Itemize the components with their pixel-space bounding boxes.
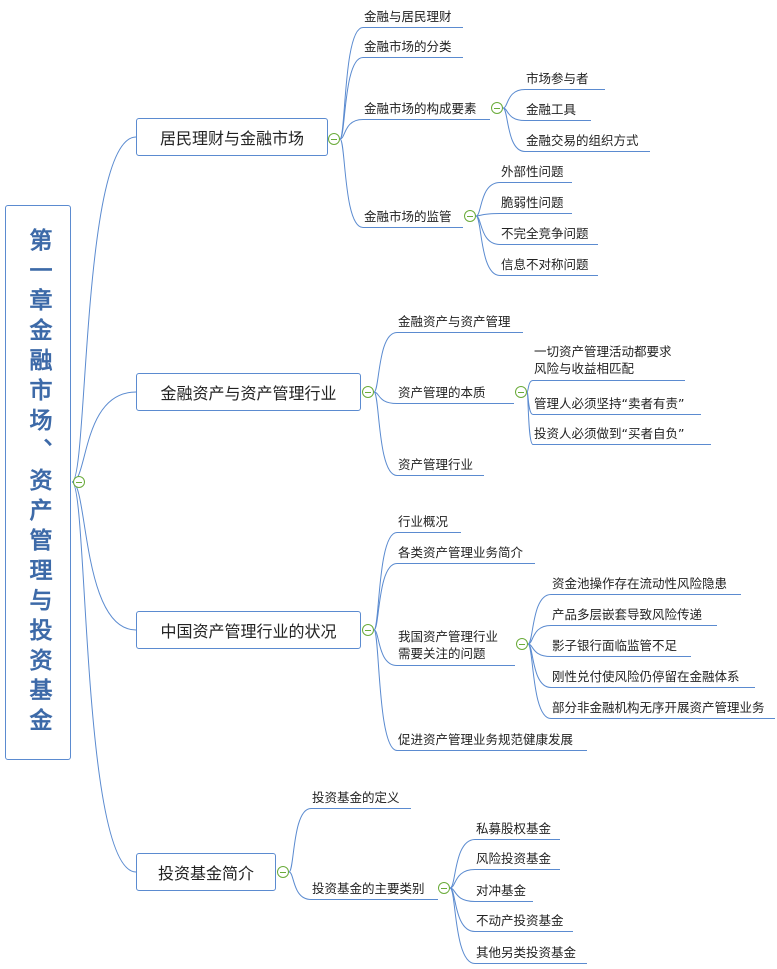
connector-line xyxy=(502,107,526,121)
connector-line xyxy=(526,380,534,393)
subtopic[interactable]: 风险投资基金 xyxy=(475,850,560,870)
connector-line xyxy=(527,643,552,657)
subtopic[interactable]: 投资人必须做到“买者自负” xyxy=(533,425,711,445)
connector-line xyxy=(373,532,398,631)
topic-label: 金融资产与资产管理行业 xyxy=(160,384,337,403)
topic-label: 中国资产管理行业的状况 xyxy=(160,622,337,641)
connector-line xyxy=(71,391,137,483)
root-title: 第一章金融市场、资产管理与投资基金 xyxy=(25,227,51,738)
connector-line xyxy=(475,215,501,276)
subtopic[interactable]: 部分非金融机构无序开展资产管理业务 xyxy=(551,699,775,719)
collapse-toggle-icon[interactable] xyxy=(362,624,374,636)
connector-line xyxy=(527,625,552,645)
subtopic[interactable]: 我国资产管理行业 需要关注的问题 xyxy=(397,628,515,666)
subtopic[interactable]: 影子银行面临监管不足 xyxy=(551,637,691,657)
collapse-toggle-icon[interactable] xyxy=(516,638,528,650)
subtopic[interactable]: 各类资产管理业务简介 xyxy=(397,544,535,564)
subtopic[interactable]: 投资基金的定义 xyxy=(311,789,411,809)
connector-line xyxy=(373,391,398,404)
subtopic[interactable]: 资产管理的本质 xyxy=(397,384,514,404)
subtopic[interactable]: 资金池操作存在流动性风险隐患 xyxy=(551,575,741,595)
subtopic[interactable]: 刚性兑付使风险仍停留在金融体系 xyxy=(551,668,755,688)
subtopic[interactable]: 不动产投资基金 xyxy=(475,912,573,932)
topic-label: 居民理财与金融市场 xyxy=(159,129,304,148)
connector-line xyxy=(449,839,476,889)
subtopic[interactable]: 不完全竞争问题 xyxy=(500,225,598,245)
connector-line xyxy=(71,481,137,873)
connector-line xyxy=(449,887,476,964)
connector-line xyxy=(373,629,398,666)
connector-line xyxy=(502,107,526,152)
connector-line xyxy=(71,136,137,483)
subtopic[interactable]: 外部性问题 xyxy=(500,163,572,183)
subtopic[interactable]: 市场参与者 xyxy=(525,70,605,90)
subtopic[interactable]: 产品多层嵌套导致风险传递 xyxy=(551,606,717,626)
subtopic[interactable]: 行业概况 xyxy=(397,513,461,533)
collapse-toggle-icon[interactable] xyxy=(491,102,503,114)
subtopic[interactable]: 一切资产管理活动都要求 风险与收益相匹配 xyxy=(533,343,685,381)
connector-line xyxy=(373,332,398,393)
connector-line xyxy=(449,887,476,902)
subtopic[interactable]: 金融市场的分类 xyxy=(363,38,463,58)
connector-line xyxy=(373,391,398,476)
subtopic[interactable]: 管理人必须坚持“卖者有责” xyxy=(533,395,701,415)
subtopic[interactable]: 脆弱性问题 xyxy=(500,194,572,214)
connector-line xyxy=(527,594,552,645)
subtopic[interactable]: 金融资产与资产管理 xyxy=(397,313,523,333)
subtopic[interactable]: 金融工具 xyxy=(525,101,591,121)
connector-line xyxy=(373,629,398,751)
connector-line xyxy=(475,213,501,217)
connector-line xyxy=(449,887,476,932)
subtopic[interactable]: 金融市场的构成要素 xyxy=(363,100,490,120)
collapse-toggle-icon[interactable] xyxy=(277,866,289,878)
connector-line xyxy=(475,215,501,245)
collapse-toggle-icon[interactable] xyxy=(515,386,527,398)
topic-asset-management[interactable]: 金融资产与资产管理行业 xyxy=(136,373,361,411)
connector-line xyxy=(288,871,312,900)
connector-line xyxy=(339,27,364,140)
subtopic[interactable]: 信息不对称问题 xyxy=(500,256,598,276)
topic-china-asset-management[interactable]: 中国资产管理行业的状况 xyxy=(136,611,361,649)
connector-line xyxy=(339,138,364,228)
collapse-toggle-icon[interactable] xyxy=(464,210,476,222)
connector-line xyxy=(527,643,552,719)
connector-line xyxy=(475,182,501,217)
connector-line xyxy=(339,119,364,140)
collapse-toggle-icon[interactable] xyxy=(362,386,374,398)
connector-line xyxy=(373,563,398,631)
subtopic[interactable]: 资产管理行业 xyxy=(397,456,484,476)
topic-label: 投资基金简介 xyxy=(157,864,254,883)
subtopic[interactable]: 对冲基金 xyxy=(475,882,533,902)
connector-line xyxy=(449,869,476,889)
connector-line xyxy=(339,57,364,140)
subtopic[interactable]: 私募股权基金 xyxy=(475,820,560,840)
connector-line xyxy=(288,808,312,873)
topic-investment-funds[interactable]: 投资基金简介 xyxy=(136,853,276,891)
connector-line xyxy=(527,643,552,688)
collapse-toggle-icon[interactable] xyxy=(438,882,450,894)
collapse-toggle-icon[interactable] xyxy=(73,476,85,488)
subtopic[interactable]: 促进资产管理业务规范健康发展 xyxy=(397,731,587,751)
root-topic[interactable]: 第一章金融市场、资产管理与投资基金 xyxy=(5,205,71,760)
connector-line xyxy=(502,89,526,109)
subtopic[interactable]: 金融市场的监管 xyxy=(363,208,463,228)
subtopic[interactable]: 其他另类投资基金 xyxy=(475,944,587,964)
topic-resident-finance[interactable]: 居民理财与金融市场 xyxy=(136,118,328,156)
subtopic[interactable]: 金融与居民理财 xyxy=(363,8,463,28)
subtopic[interactable]: 投资基金的主要类别 xyxy=(311,880,438,900)
subtopic[interactable]: 金融交易的组织方式 xyxy=(525,132,650,152)
connector-line xyxy=(71,481,137,631)
collapse-toggle-icon[interactable] xyxy=(328,133,340,145)
